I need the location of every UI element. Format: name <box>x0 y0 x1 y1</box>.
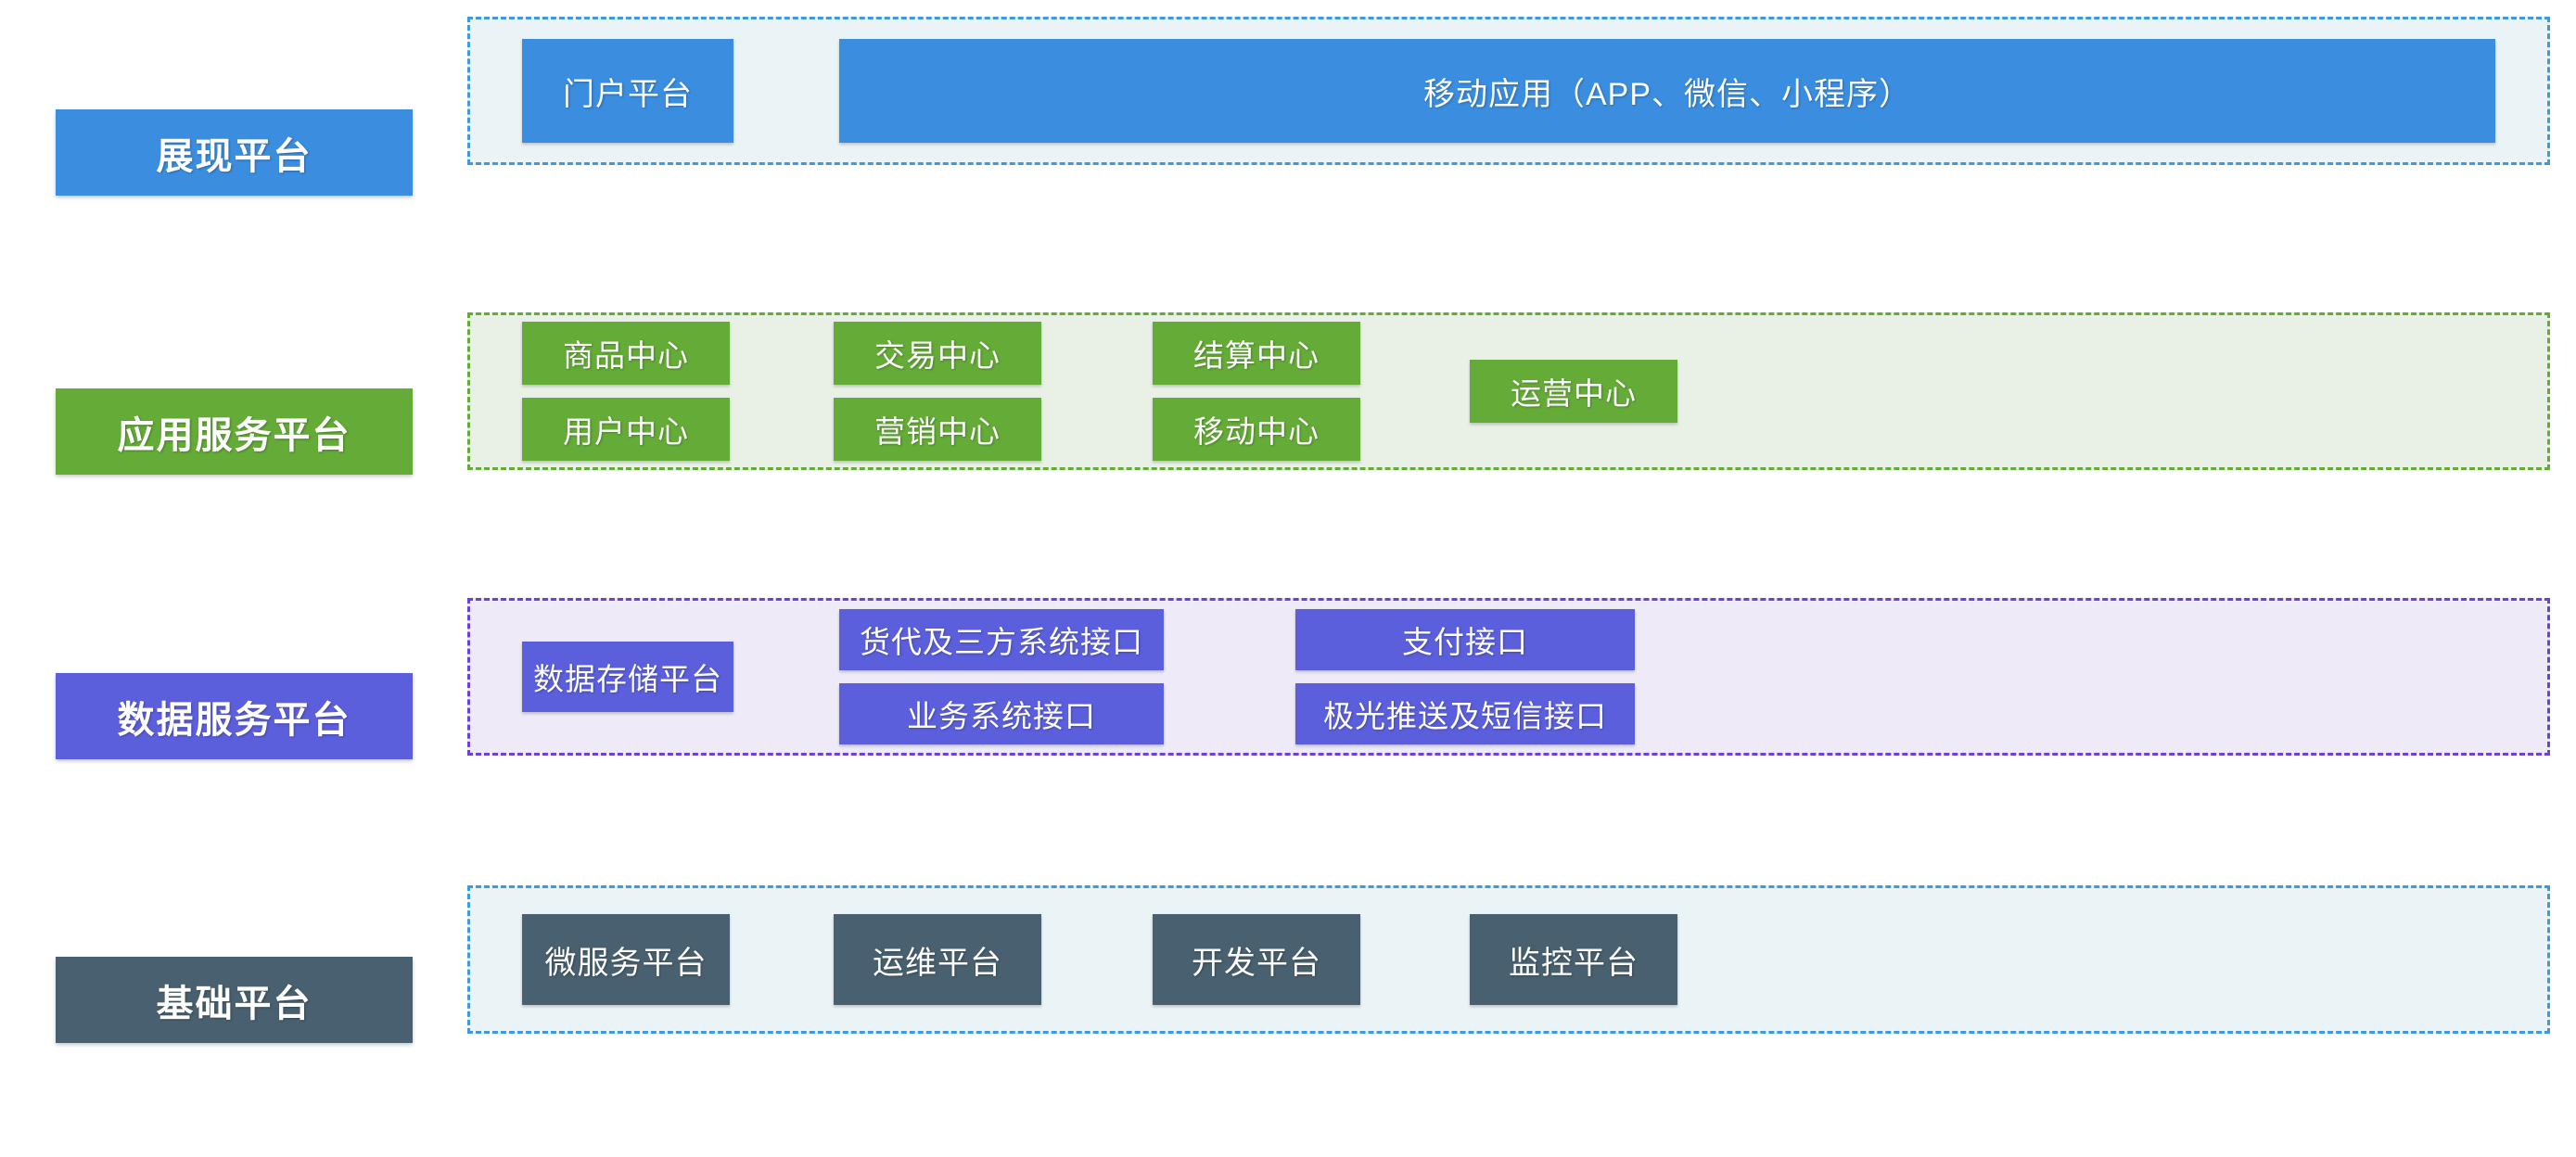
layer-label-presentation: 展现平台 <box>56 109 413 196</box>
node-product-center[interactable]: 商品中心 <box>522 322 730 385</box>
layer4-column-3: 开发平台 <box>1153 914 1360 1005</box>
layer2-column-4: 运营中心 <box>1470 360 1677 423</box>
node-development-platform[interactable]: 开发平台 <box>1153 914 1360 1005</box>
layer1-column-1: 门户平台 <box>522 39 733 143</box>
node-portal-platform[interactable]: 门户平台 <box>522 39 733 143</box>
node-operation-maintenance-platform[interactable]: 运维平台 <box>834 914 1041 1005</box>
layer2-column-2: 交易中心 营销中心 <box>834 322 1041 461</box>
layer4-column-1: 微服务平台 <box>522 914 730 1005</box>
node-mobile-center[interactable]: 移动中心 <box>1153 398 1360 461</box>
layer-container-data-service: 数据存储平台 货代及三方系统接口 业务系统接口 支付接口 极光推送及短信接口 <box>467 598 2550 756</box>
node-user-center[interactable]: 用户中心 <box>522 398 730 461</box>
layer2-column-1: 商品中心 用户中心 <box>522 322 730 461</box>
layer-container-application-service: 商品中心 用户中心 交易中心 营销中心 结算中心 移动中心 运营中心 <box>467 312 2550 470</box>
layer3-column-2: 货代及三方系统接口 业务系统接口 <box>839 609 1164 744</box>
node-push-sms-interface[interactable]: 极光推送及短信接口 <box>1295 683 1635 744</box>
layer1-column-2: 移动应用（APP、微信、小程序） <box>839 39 2495 143</box>
layer-label-data-service: 数据服务平台 <box>56 673 413 759</box>
node-data-storage-platform[interactable]: 数据存储平台 <box>522 642 733 712</box>
layer4-column-2: 运维平台 <box>834 914 1041 1005</box>
node-settlement-center[interactable]: 结算中心 <box>1153 322 1360 385</box>
layer-label-application-service: 应用服务平台 <box>56 388 413 475</box>
layer-container-presentation: 门户平台 移动应用（APP、微信、小程序） <box>467 17 2550 165</box>
layer2-column-3: 结算中心 移动中心 <box>1153 322 1360 461</box>
node-payment-interface[interactable]: 支付接口 <box>1295 609 1635 670</box>
layer-container-infrastructure: 微服务平台 运维平台 开发平台 监控平台 <box>467 885 2550 1034</box>
node-microservice-platform[interactable]: 微服务平台 <box>522 914 730 1005</box>
layer3-column-3: 支付接口 极光推送及短信接口 <box>1295 609 1635 744</box>
node-freight-third-party-interface[interactable]: 货代及三方系统接口 <box>839 609 1164 670</box>
node-monitoring-platform[interactable]: 监控平台 <box>1470 914 1677 1005</box>
layer3-column-1: 数据存储平台 <box>522 642 733 712</box>
node-business-system-interface[interactable]: 业务系统接口 <box>839 683 1164 744</box>
node-mobile-application[interactable]: 移动应用（APP、微信、小程序） <box>839 39 2495 143</box>
layer4-column-4: 监控平台 <box>1470 914 1677 1005</box>
node-marketing-center[interactable]: 营销中心 <box>834 398 1041 461</box>
node-operation-center[interactable]: 运营中心 <box>1470 360 1677 423</box>
node-transaction-center[interactable]: 交易中心 <box>834 322 1041 385</box>
layer-label-infrastructure: 基础平台 <box>56 957 413 1043</box>
